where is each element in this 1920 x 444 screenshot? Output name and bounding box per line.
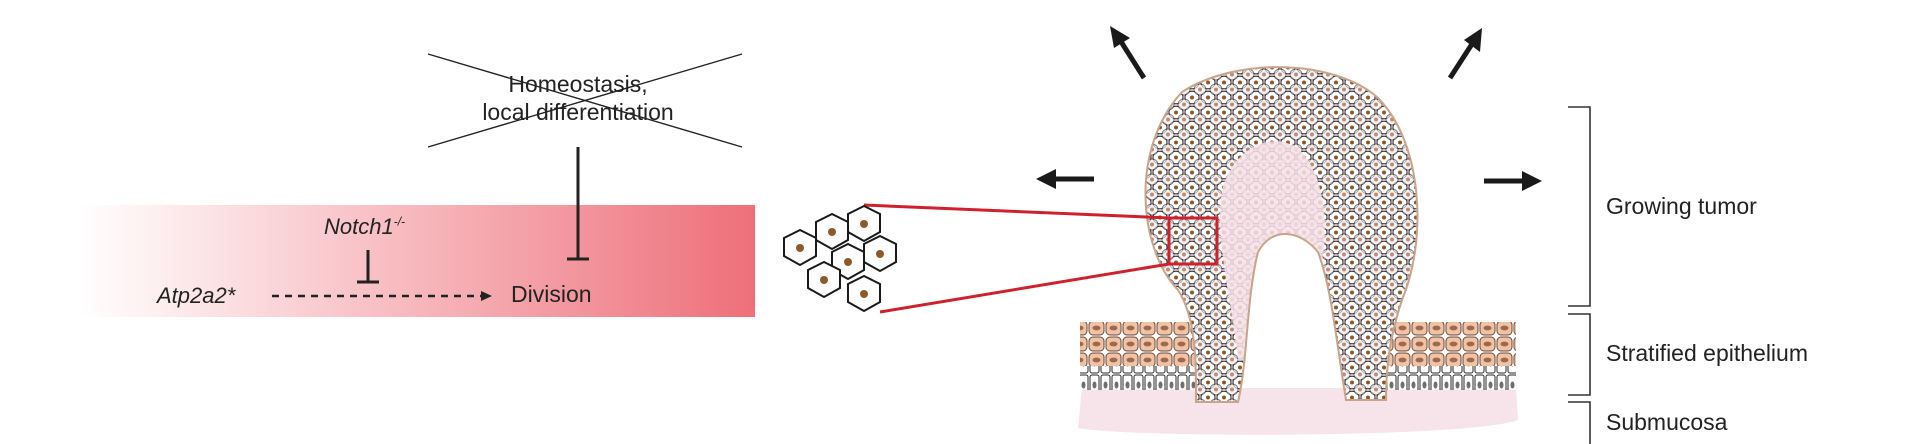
bracket-submucosa (1568, 401, 1591, 444)
zoom-line-top (863, 203, 1170, 220)
magnified-cells (783, 204, 897, 313)
arrow-up-right (1447, 42, 1475, 80)
notch1-label: Notch1-/- (324, 214, 405, 240)
epithelium-right-columnar (1370, 366, 1516, 390)
division-label: Division (511, 281, 592, 307)
notch1-name: Notch1 (324, 214, 394, 239)
blocked-process-label: Homeostasis, local differentiation (460, 70, 696, 126)
zoom-line-bottom (879, 262, 1170, 314)
blocked-process-line1: Homeostasis, (508, 71, 648, 97)
dashed-arrow-head (481, 291, 492, 301)
bracket-epithelium (1568, 313, 1591, 396)
label-growing-tumor: Growing tumor (1606, 193, 1757, 219)
arrow-right-head (1522, 171, 1542, 191)
growth-arrows (1036, 26, 1542, 191)
arrow-up-left-head (1110, 26, 1130, 48)
arrow-left-head (1036, 169, 1056, 189)
arrow-up-right-head (1464, 28, 1482, 52)
label-submucosa: Submucosa (1606, 409, 1728, 435)
bracket-tumor (1568, 106, 1591, 307)
cross-line-2 (427, 53, 743, 148)
tumor-lumen (1219, 141, 1325, 360)
blocked-process-line2: local differentiation (482, 99, 674, 125)
notch1-superscript: -/- (393, 214, 406, 229)
tumor-outline (1144, 66, 1419, 403)
highlight-box (1167, 216, 1219, 266)
atp2a2-label: Atp2a2* (157, 283, 236, 308)
submucosa (1078, 388, 1518, 435)
label-stratified-epithelium: Stratified epithelium (1606, 340, 1808, 366)
gradient-band (80, 205, 755, 317)
label-brackets (1568, 106, 1591, 444)
arrow-up-left (1117, 38, 1147, 80)
